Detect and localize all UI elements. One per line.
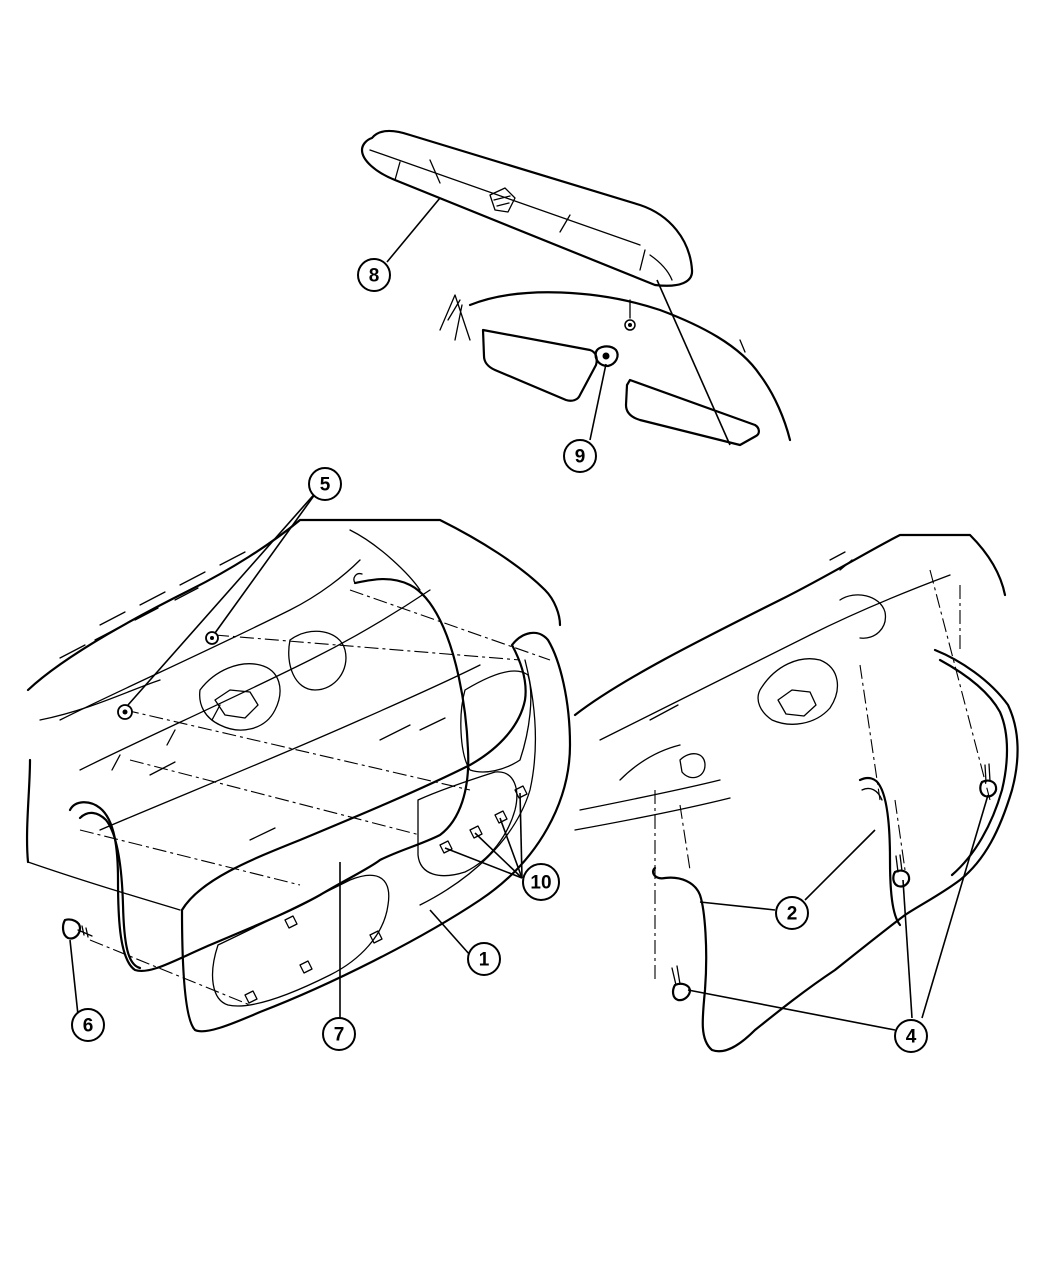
callout-label-7: 7 bbox=[334, 1025, 345, 1046]
callout-label-4: 4 bbox=[906, 1027, 917, 1048]
callout-10: 10 bbox=[522, 863, 560, 901]
callout-4: 4 bbox=[894, 1019, 928, 1053]
callout-5: 5 bbox=[308, 467, 342, 501]
callout-label-5: 5 bbox=[320, 475, 331, 496]
callout-1: 1 bbox=[467, 942, 501, 976]
hood-underside-left bbox=[25, 518, 572, 1033]
callout-2: 2 bbox=[775, 896, 809, 930]
callout-label-10: 10 bbox=[530, 873, 551, 894]
callout-label-2: 2 bbox=[787, 904, 798, 925]
callout-7: 7 bbox=[322, 1017, 356, 1051]
callout-8: 8 bbox=[357, 258, 391, 292]
callout-label-9: 9 bbox=[575, 447, 586, 468]
callout-label-1: 1 bbox=[479, 950, 490, 971]
callout-9: 9 bbox=[563, 439, 597, 473]
leader-lines bbox=[69, 197, 989, 1031]
hood-underside-right bbox=[573, 533, 1019, 1053]
callout-label-8: 8 bbox=[369, 266, 380, 287]
callout-6: 6 bbox=[71, 1008, 105, 1042]
hood-scoop-assembly bbox=[360, 129, 792, 447]
callout-label-6: 6 bbox=[83, 1016, 94, 1037]
